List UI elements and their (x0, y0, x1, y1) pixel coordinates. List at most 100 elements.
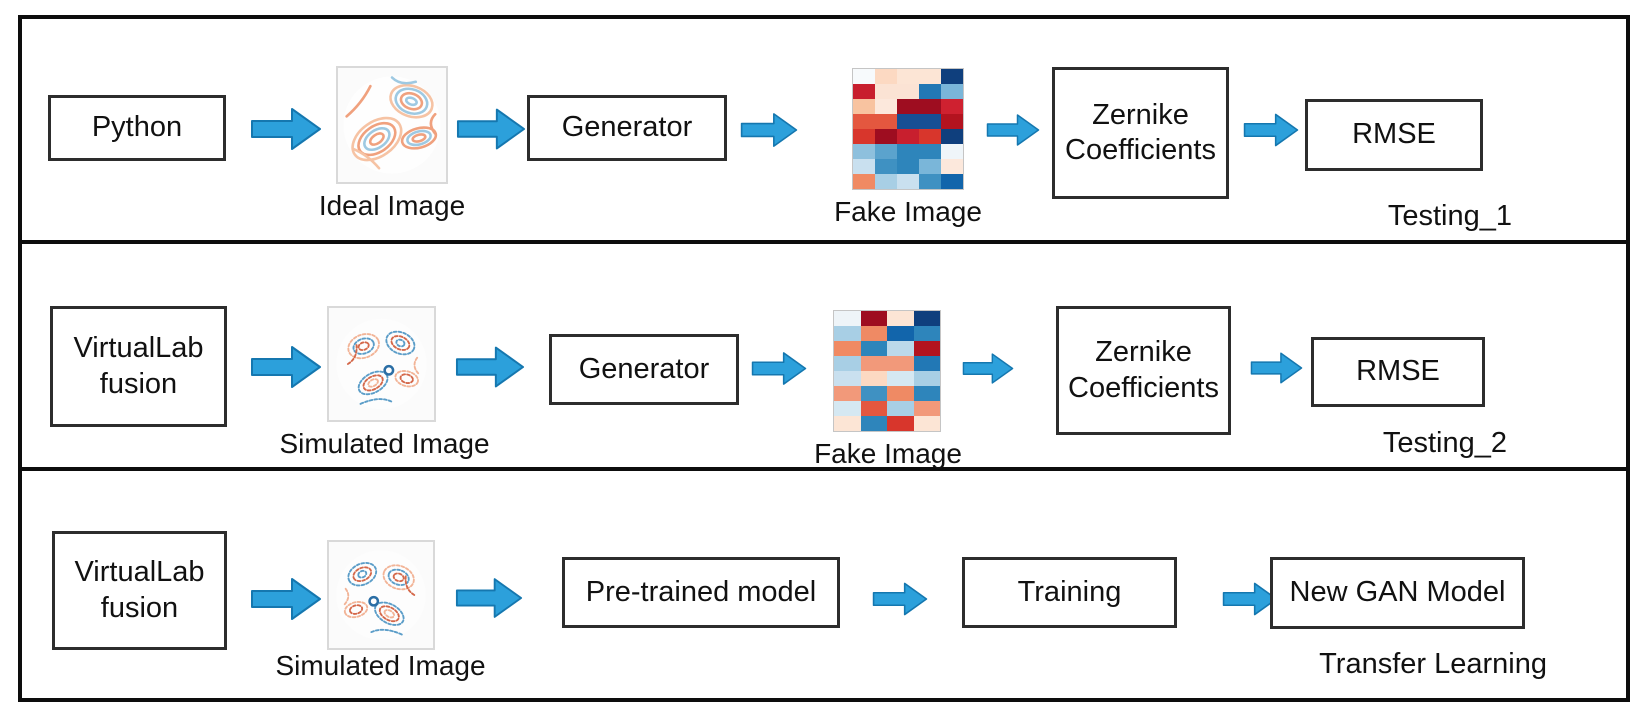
heatmap-cell (941, 144, 963, 159)
heatmap-cell (897, 69, 919, 84)
panel-divider-2 (22, 467, 1626, 471)
heatmap-cell (897, 99, 919, 114)
heatmap-cell (860, 371, 887, 386)
virtuallab-fusion-box: VirtualLab fusion (50, 306, 227, 427)
heatmap-cell (887, 386, 914, 401)
heatmap-cell (941, 99, 963, 114)
panel-tag-transfer-learning: Transfer Learning (1319, 648, 1547, 680)
heatmap-cell (834, 416, 861, 431)
arrow-right-icon (456, 108, 526, 150)
heatmap-cell (897, 159, 919, 174)
heatmap-cell (919, 159, 941, 174)
heatmap-cell (860, 416, 887, 431)
heatmap-cell (941, 84, 963, 99)
zernike-coefficients-box: Zernike Coefficients (1056, 306, 1231, 435)
arrow-right-icon (1243, 113, 1299, 147)
fake-image-caption: Fake Image (814, 438, 962, 469)
panel-divider-1 (22, 240, 1626, 244)
simulated-image-caption: Simulated Image (279, 428, 490, 459)
training-box: Training (962, 557, 1177, 628)
heatmap-cell (887, 371, 914, 386)
simulated-image-caption: Simulated Image (275, 650, 486, 681)
heatmap-cell (834, 326, 861, 341)
heatmap-cell (860, 386, 887, 401)
heatmap-cell (897, 114, 919, 129)
ideal-image-caption: Ideal Image (318, 190, 466, 221)
heatmap-cell (853, 174, 875, 189)
arrow-right-icon (251, 346, 321, 388)
pretrained-model-box: Pre-trained model (562, 557, 840, 628)
heatmap-cell (887, 326, 914, 341)
heatmap-cell (913, 326, 940, 341)
arrow-right-icon (251, 578, 321, 620)
heatmap-cell (834, 371, 861, 386)
python-box: Python (48, 95, 226, 161)
heatmap-cell (853, 99, 875, 114)
rmse-box: RMSE (1305, 99, 1483, 171)
heatmap-cell (834, 356, 861, 371)
heatmap-cell (897, 174, 919, 189)
arrow-right-icon (740, 113, 798, 147)
arrow-right-icon (251, 108, 321, 150)
heatmap-cell (941, 69, 963, 84)
heatmap-cell (897, 144, 919, 159)
ideal-image-thumbnail (336, 66, 448, 184)
heatmap-cell (941, 129, 963, 144)
heatmap-cell (887, 356, 914, 371)
heatmap-cell (913, 356, 940, 371)
interferogram-speckle-icon (336, 318, 427, 410)
heatmap-cell (834, 341, 861, 356)
heatmap-cell (834, 401, 861, 416)
heatmap-cell (875, 84, 897, 99)
simulated-image-thumbnail (327, 306, 436, 422)
heatmap-cell (887, 416, 914, 431)
arrow-right-icon (455, 578, 523, 618)
virtuallab-fusion-box: VirtualLab fusion (52, 531, 227, 650)
heatmap-cell (853, 84, 875, 99)
heatmap-cell (919, 129, 941, 144)
outer-frame (18, 15, 1630, 702)
heatmap-cell (887, 311, 914, 326)
heatmap-cell (860, 401, 887, 416)
heatmap-cell (919, 144, 941, 159)
heatmap-cell (860, 311, 887, 326)
heatmap-cell (919, 174, 941, 189)
arrow-right-icon (1250, 352, 1303, 384)
heatmap-cell (834, 386, 861, 401)
heatmap-cell (919, 99, 941, 114)
arrow-right-icon (962, 353, 1014, 384)
heatmap-cell (875, 69, 897, 84)
fake-image-heatmap (852, 68, 964, 190)
interferogram-speckle-icon (336, 550, 426, 640)
heatmap-cell (913, 311, 940, 326)
generator-box: Generator (549, 334, 739, 405)
heatmap-cell (913, 371, 940, 386)
panel-tag-testing-2: Testing_2 (1382, 427, 1507, 459)
panel-tag-testing-1: Testing_1 (1387, 200, 1512, 232)
heatmap-cell (875, 144, 897, 159)
heatmap-cell (913, 416, 940, 431)
heatmap-cell (887, 341, 914, 356)
heatmap-cell (887, 401, 914, 416)
heatmap-cell (875, 174, 897, 189)
heatmap-cell (860, 356, 887, 371)
heatmap-cell (834, 311, 861, 326)
heatmap-cell (919, 69, 941, 84)
heatmap-cell (860, 341, 887, 356)
arrow-right-icon (986, 114, 1040, 146)
fake-image-caption: Fake Image (834, 196, 982, 227)
arrow-right-icon (872, 582, 928, 616)
fake-image-heatmap (833, 310, 941, 432)
heatmap-cell (941, 114, 963, 129)
heatmap-cell (875, 129, 897, 144)
new-gan-model-box: New GAN Model (1270, 557, 1525, 629)
interferogram-swirl-icon (343, 76, 441, 174)
heatmap-cell (941, 159, 963, 174)
heatmap-cell (853, 69, 875, 84)
heatmap-cell (919, 114, 941, 129)
zernike-coefficients-box: Zernike Coefficients (1052, 67, 1229, 199)
heatmap-cell (897, 129, 919, 144)
heatmap-cell (875, 99, 897, 114)
simulated-image-thumbnail (327, 540, 435, 650)
